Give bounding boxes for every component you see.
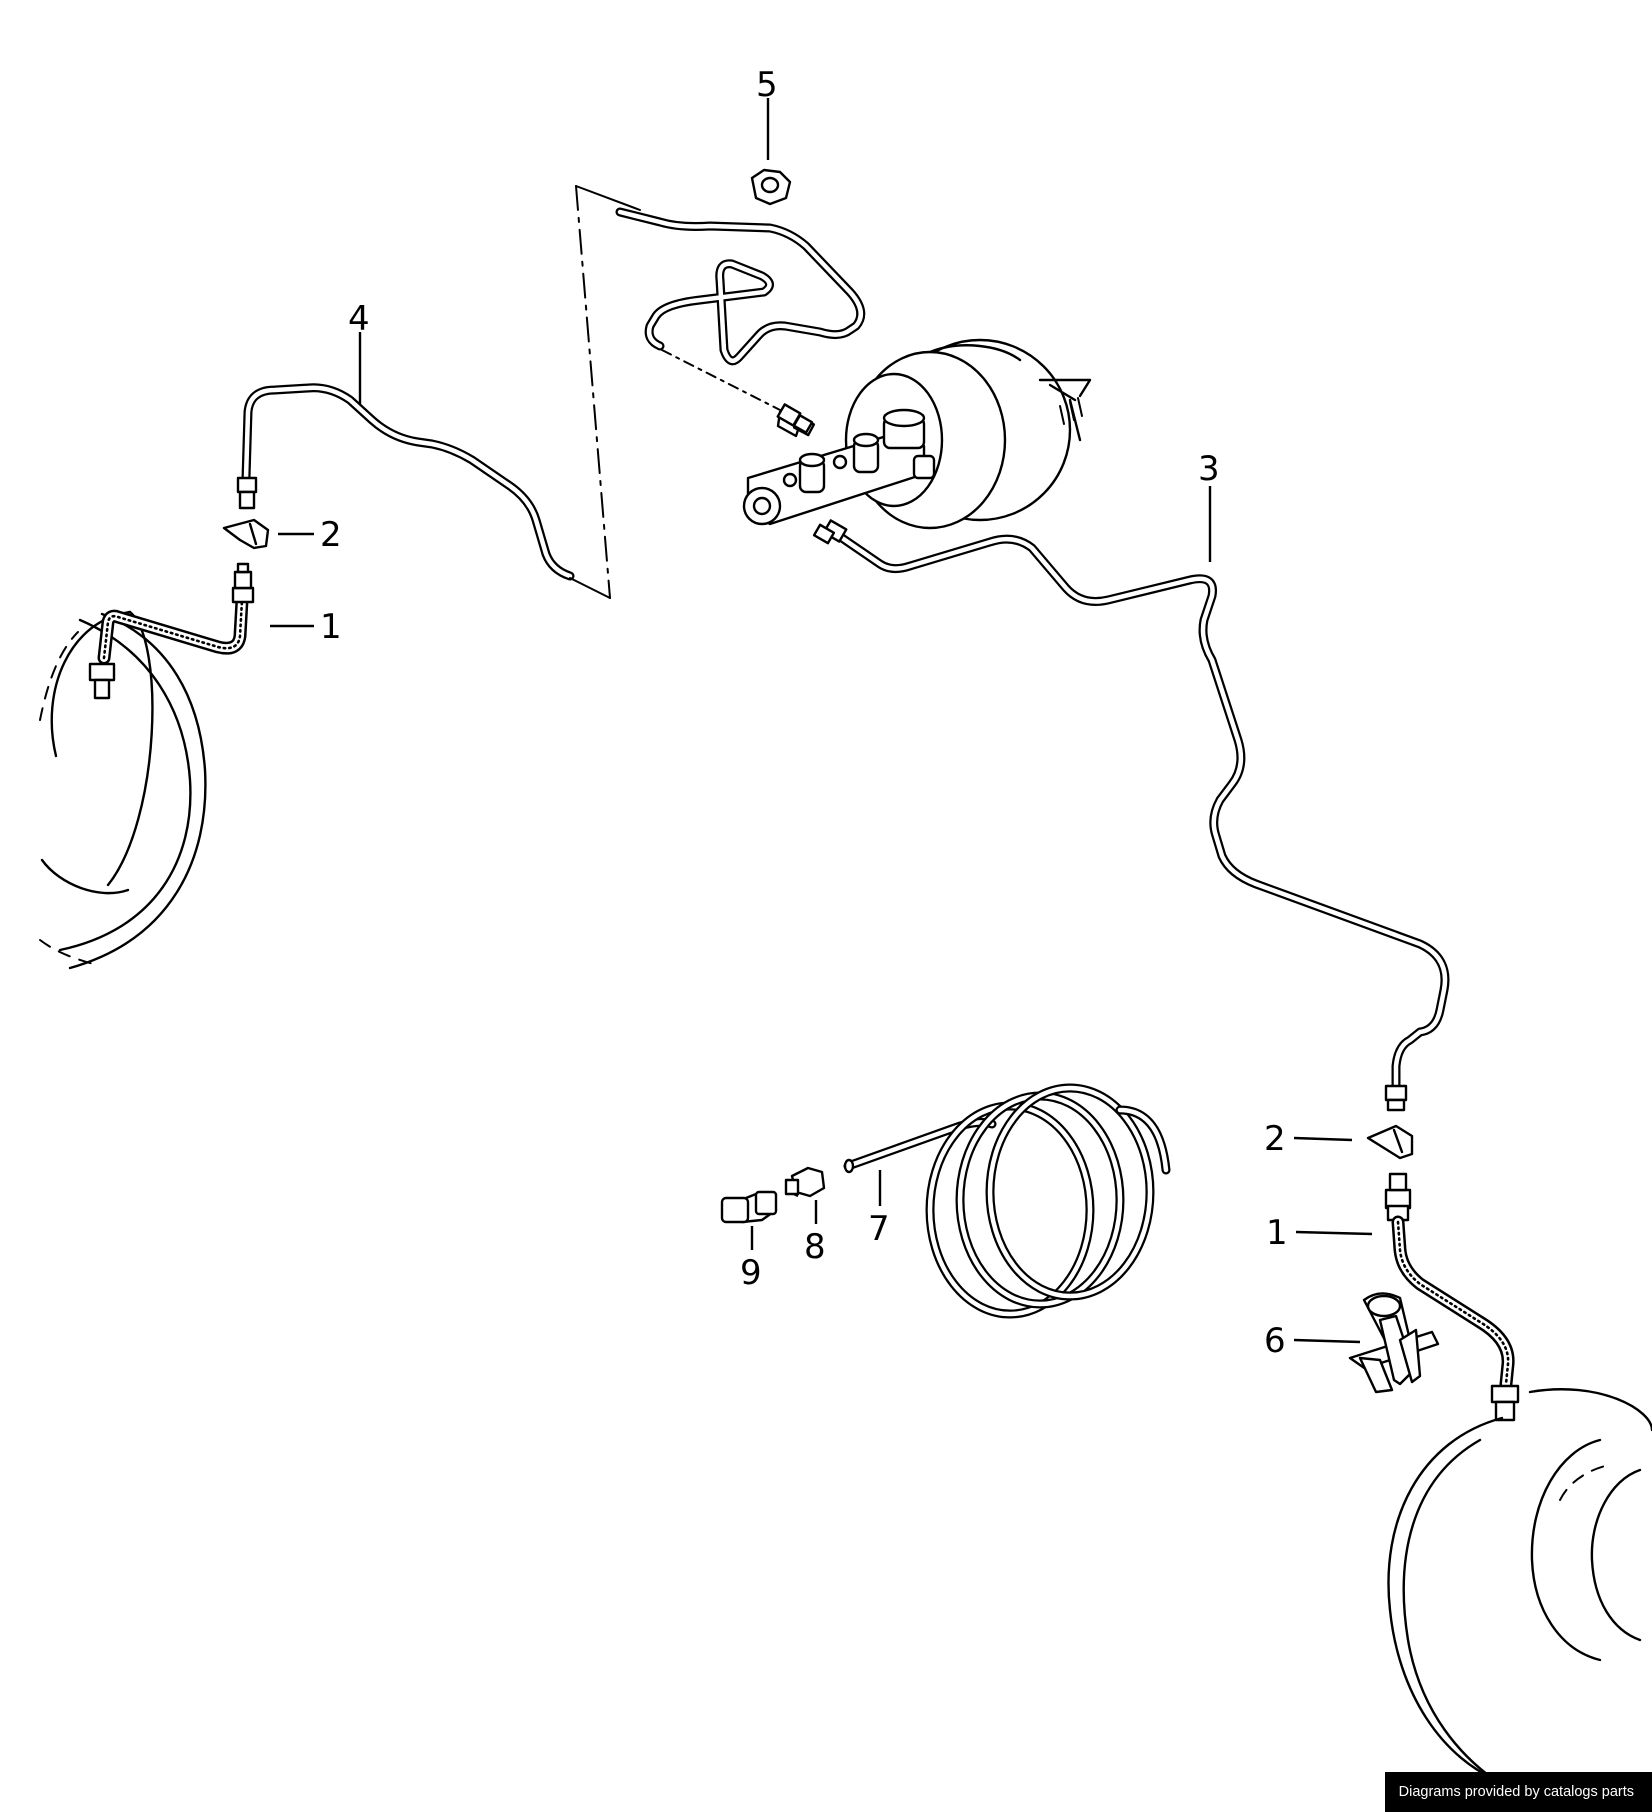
- left-brake-drum: [39, 610, 207, 970]
- upper-brake-pipe: [615, 207, 866, 411]
- callout-8: 8: [804, 1227, 826, 1267]
- brake-booster: [844, 338, 1092, 530]
- coiled-brake-pipe: [843, 1083, 1171, 1319]
- callout-labels: 5 4 3 2 1 2 1 6 7 8 9: [320, 65, 1288, 1361]
- right-brake-drum: [1387, 1388, 1652, 1799]
- left-retaining-clip: [222, 518, 270, 550]
- callout-5: 5: [756, 65, 778, 105]
- section-boundary-line: [569, 185, 641, 599]
- master-cylinder: [742, 408, 936, 526]
- callout-9: 9: [740, 1253, 762, 1293]
- pipe-screw-fitting: [720, 1190, 778, 1224]
- right-brake-pipe: [822, 519, 1450, 1112]
- booster-fittings: [776, 403, 836, 545]
- callout-6: 6: [1264, 1321, 1286, 1361]
- callout-1-left: 1: [320, 607, 342, 647]
- callout-7: 7: [868, 1209, 890, 1249]
- left-brake-hose: [88, 562, 255, 700]
- hose-bracket: [1348, 1292, 1440, 1394]
- right-brake-hose: [1384, 1172, 1520, 1422]
- callout-2-left: 2: [320, 515, 342, 555]
- callout-1-right: 1: [1266, 1213, 1288, 1253]
- left-brake-pipe: [236, 383, 575, 581]
- diagram-credit: Diagrams provided by catalogs parts: [1384, 1772, 1652, 1812]
- pipe-nut: [750, 168, 792, 206]
- leader-lines: [270, 98, 1373, 1344]
- callout-3: 3: [1198, 449, 1220, 489]
- right-retaining-clip: [1366, 1124, 1414, 1160]
- callout-2-right: 2: [1264, 1119, 1286, 1159]
- pipe-union-fitting: [784, 1166, 826, 1198]
- callout-4: 4: [348, 299, 370, 339]
